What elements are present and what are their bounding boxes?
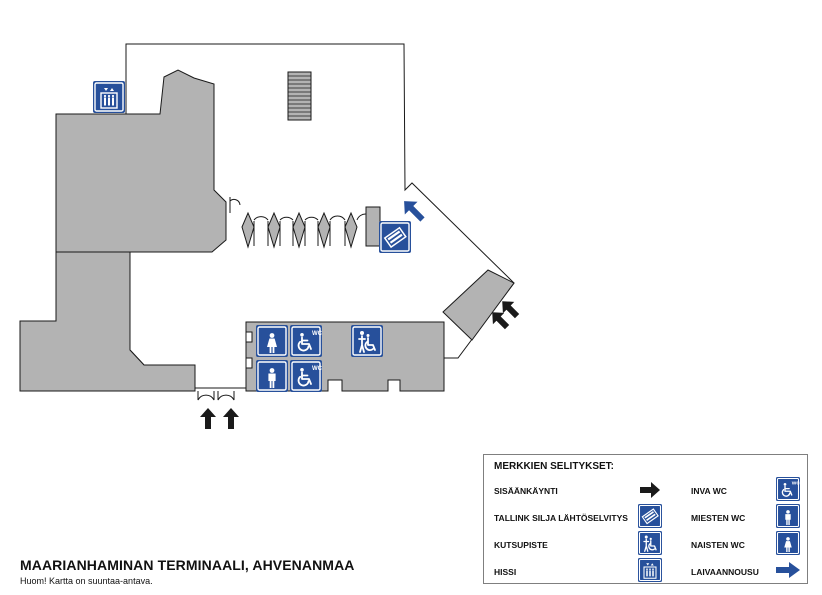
south-entrance-doors <box>197 391 235 401</box>
legend-label-accessible-wc: INVA WC <box>691 486 727 496</box>
check-in-ticket-icon <box>378 220 412 254</box>
map-title: MAARIANHAMINAN TERMINAALI, AHVENANMAA <box>20 557 355 573</box>
legend-label-womens-wc: NAISTEN WC <box>691 540 745 550</box>
legend-label-boarding: LAIVAANNOUSU <box>691 567 759 577</box>
legend-label-entrance: SISÄÄNKÄYNTI <box>494 486 558 496</box>
legend-label-mens-wc: MIESTEN WC <box>691 513 746 523</box>
accessible-wc-icon: WC <box>776 477 800 501</box>
legend-label-elevator: HISSI <box>494 567 517 577</box>
svg-text:WC: WC <box>312 366 323 372</box>
legend-title: MERKKIEN SELITYKSET: <box>494 461 615 472</box>
entrance-arrow-icon <box>223 408 239 429</box>
check-in-ticket-icon <box>638 504 662 528</box>
door-west-2 <box>245 357 253 369</box>
room-southwest-block <box>19 251 196 392</box>
check-in-counters <box>229 197 381 249</box>
accessible-wc-icon: WC <box>289 359 323 393</box>
svg-text:WC: WC <box>312 331 323 337</box>
legend-box: MERKKIEN SELITYKSET: SISÄÄNKÄYNTI TALLIN… <box>483 454 808 584</box>
staircase <box>287 71 312 121</box>
entrance-arrow-icon <box>492 312 510 330</box>
elevator-icon <box>92 80 126 114</box>
door-west-1 <box>245 331 253 343</box>
map-note: Huom! Kartta on suuntaa-antava. <box>20 576 153 586</box>
entrance-arrow-icon <box>200 408 216 429</box>
womens-wc-icon <box>255 324 289 358</box>
mens-wc-icon <box>255 359 289 393</box>
womens-wc-icon <box>776 531 800 555</box>
accessible-wc-icon: WC <box>289 324 323 358</box>
legend-label-check-in: TALLINK SILJA LÄHTÖSELVITYS <box>494 513 628 523</box>
svg-text:WC: WC <box>792 481 800 487</box>
entrance-arrow-icon <box>640 482 660 498</box>
boarding-arrow-icon <box>776 562 800 578</box>
elevator-icon <box>638 558 662 582</box>
mens-wc-icon <box>776 504 800 528</box>
legend-label-call-point: KUTSUPISTE <box>494 540 548 550</box>
entrance-arrow-icon <box>502 301 520 319</box>
room-boarding-bridge <box>442 269 515 341</box>
call-point-icon <box>350 324 384 358</box>
room-west-block <box>55 69 227 253</box>
call-point-icon <box>638 531 662 555</box>
map-title-block: MAARIANHAMINAN TERMINAALI, AHVENANMAA Hu… <box>20 557 355 586</box>
boarding-arrow-icon <box>404 201 425 222</box>
